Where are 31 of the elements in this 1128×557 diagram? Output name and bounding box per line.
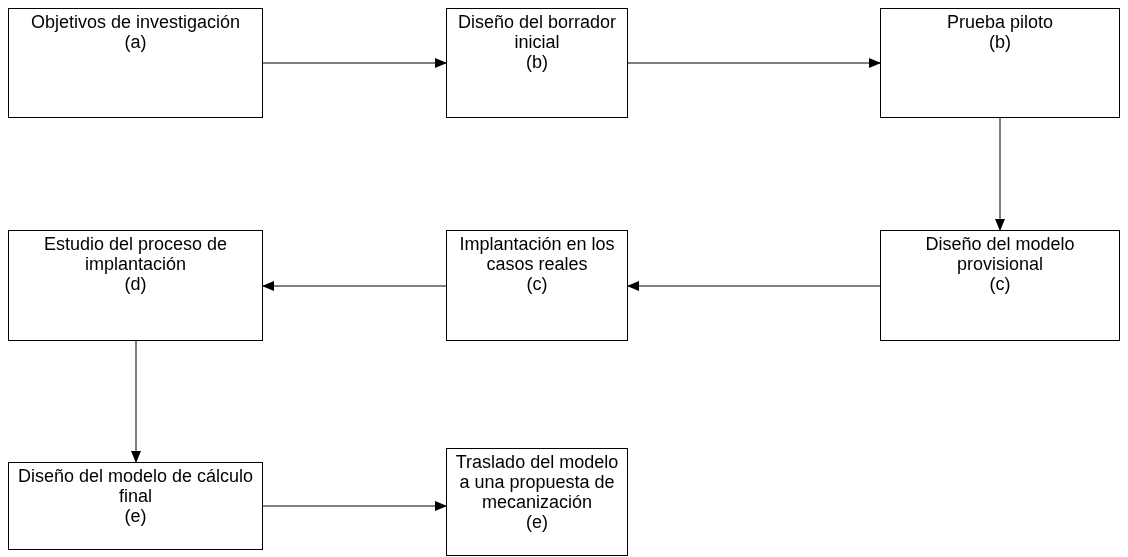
step-code: (c) bbox=[526, 274, 548, 294]
process-box bbox=[446, 448, 628, 556]
step-label: Diseño del modelo provisional bbox=[924, 234, 1076, 274]
step-label: Prueba piloto bbox=[946, 12, 1054, 32]
process-box bbox=[880, 8, 1120, 118]
arrow bbox=[995, 117, 1005, 231]
step-label: Implantación en los casos reales bbox=[458, 234, 616, 274]
process-box bbox=[8, 8, 263, 118]
arrow bbox=[262, 501, 447, 511]
process-box bbox=[446, 230, 628, 341]
step-code: (e) bbox=[526, 512, 548, 532]
step-label: Traslado del modelo a una propuesta de mecanización bbox=[454, 452, 620, 512]
process-box bbox=[446, 8, 628, 118]
step-code: (e) bbox=[124, 506, 147, 526]
step-code: (b) bbox=[526, 52, 548, 72]
process-box bbox=[8, 462, 263, 550]
process-box bbox=[880, 230, 1120, 341]
arrow bbox=[627, 58, 881, 68]
step-label: Diseño del borrador inicial bbox=[456, 12, 618, 52]
process-box bbox=[8, 230, 263, 341]
step-label: Diseño del modelo de cálculo final bbox=[16, 466, 255, 506]
step-code: (c) bbox=[989, 274, 1011, 294]
step-code: (b) bbox=[989, 32, 1011, 52]
step-label: Objetivos de investigación bbox=[30, 12, 241, 32]
arrow bbox=[627, 281, 881, 291]
arrow bbox=[262, 58, 447, 68]
step-label: Estudio del proceso de implantación bbox=[42, 234, 229, 274]
arrow bbox=[131, 340, 141, 463]
arrow bbox=[262, 281, 447, 291]
step-code: (d) bbox=[124, 274, 147, 294]
step-code: (a) bbox=[124, 32, 147, 52]
